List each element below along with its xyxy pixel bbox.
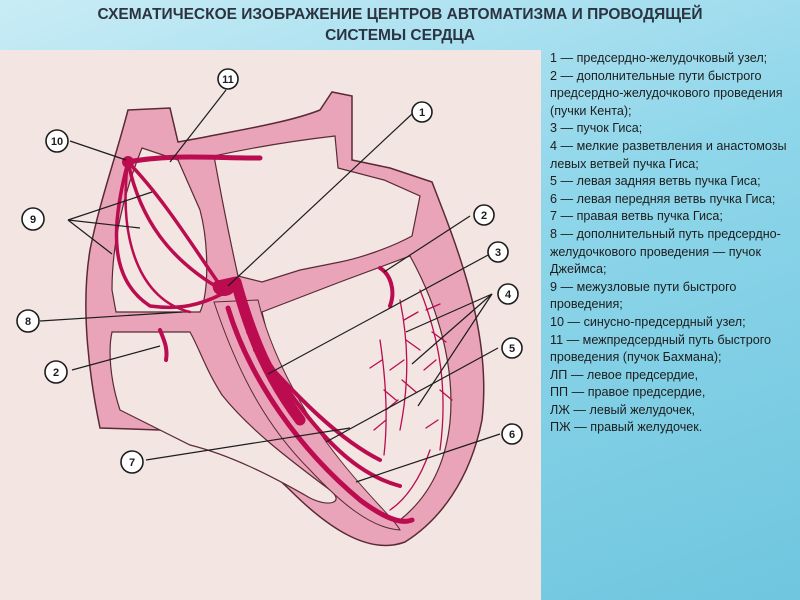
label-circle-11 xyxy=(217,68,239,90)
legend-item-11: 11 — межпредсердный путь быстрого провед… xyxy=(550,332,772,365)
legend-item-6: 6 — левая передняя ветвь пучка Гиса; xyxy=(550,191,776,206)
legend-item-lzh: ЛЖ — левый желудочек, xyxy=(550,402,695,417)
label-3: 3 xyxy=(495,247,501,259)
label-circle-7 xyxy=(120,450,144,474)
label-circle-5 xyxy=(501,337,523,359)
label-circle-2b xyxy=(44,360,68,384)
legend-item-pp: ПП — правое предсердие, xyxy=(550,385,706,400)
left-atrium-cavity xyxy=(213,135,421,283)
label-8: 8 xyxy=(25,316,31,328)
label-1: 1 xyxy=(419,107,425,119)
legend-item-7: 7 — правая ветвь пучка Гиса; xyxy=(550,209,723,224)
label-6: 6 xyxy=(509,429,515,441)
label-9: 9 xyxy=(30,214,36,226)
kent-bundle-right xyxy=(158,328,169,362)
legend-item-10: 10 — синусно-предсердный узел; xyxy=(550,314,746,329)
label-circle-3 xyxy=(487,241,509,263)
internodal-pathway-posterior xyxy=(114,160,224,310)
legend-item-1: 1 — предсердно-желудочковый узел; xyxy=(550,51,768,65)
legend-item-8: 8 — дополнительный путь предсердно-желуд… xyxy=(550,226,781,277)
heart-diagram-panel: 11 10 1 9 2 3 4 8 5 2 6 7 xyxy=(0,50,541,600)
label-5: 5 xyxy=(509,343,515,355)
label-2a: 2 xyxy=(481,210,487,222)
legend-item-5: 5 — левая задняя ветвь пучка Гиса; xyxy=(550,174,761,189)
label-circle-2a xyxy=(473,204,495,226)
label-circles xyxy=(16,68,523,474)
title-line-1: СХЕМАТИЧЕСКОЕ ИЗОБРАЖЕНИЕ ЦЕНТРОВ АВТОМА… xyxy=(97,6,703,23)
label-circle-6 xyxy=(501,423,523,445)
label-2b: 2 xyxy=(53,367,59,379)
legend-item-9: 9 — межузловые пути быстрого проведения; xyxy=(550,279,737,312)
label-7: 7 xyxy=(129,457,135,469)
legend-item-pzh: ПЖ — правый желудочек. xyxy=(550,420,703,435)
leader-lines xyxy=(39,89,501,483)
right-bundle-branch xyxy=(225,305,415,524)
legend-item-2: 2 — дополнительные пути быстрого предсер… xyxy=(550,68,783,118)
legend-item-4: 4 — мелкие разветвления и анастомозы лев… xyxy=(550,138,787,171)
label-circle-9 xyxy=(21,207,45,231)
right-ventricle-cavity xyxy=(109,331,337,504)
label-circle-1 xyxy=(411,101,433,123)
legend: 1 — предсердно-желудочковый узел; 2 — до… xyxy=(550,50,796,437)
bachmann-bundle-path xyxy=(125,154,263,165)
legend-item-lp: ЛП — левое предсердие, xyxy=(550,367,699,382)
label-circle-8 xyxy=(16,309,40,333)
heart-conduction-diagram: 11 10 1 9 2 3 4 8 5 2 6 7 xyxy=(16,68,523,547)
internodal-pathway-anterior xyxy=(126,160,224,290)
sa-node xyxy=(122,156,134,168)
label-circle-4 xyxy=(497,283,519,305)
label-circle-10 xyxy=(45,129,69,153)
conduction-system xyxy=(114,154,453,524)
internodal-pathway-middle xyxy=(126,160,224,292)
kent-bundle-left xyxy=(378,266,395,308)
label-11: 11 xyxy=(222,74,234,86)
label-10: 10 xyxy=(51,136,63,148)
left-branch-ramifications xyxy=(369,289,453,511)
james-bundle-path xyxy=(124,160,192,314)
page-title: СХЕМАТИЧЕСКОЕ ИЗОБРАЖЕНИЕ ЦЕНТРОВ АВТОМА… xyxy=(0,4,800,46)
legend-item-3: 3 — пучок Гиса; xyxy=(550,121,643,136)
title-line-2: СИСТЕМЫ СЕРДЦА xyxy=(325,27,475,44)
label-4: 4 xyxy=(505,289,512,301)
